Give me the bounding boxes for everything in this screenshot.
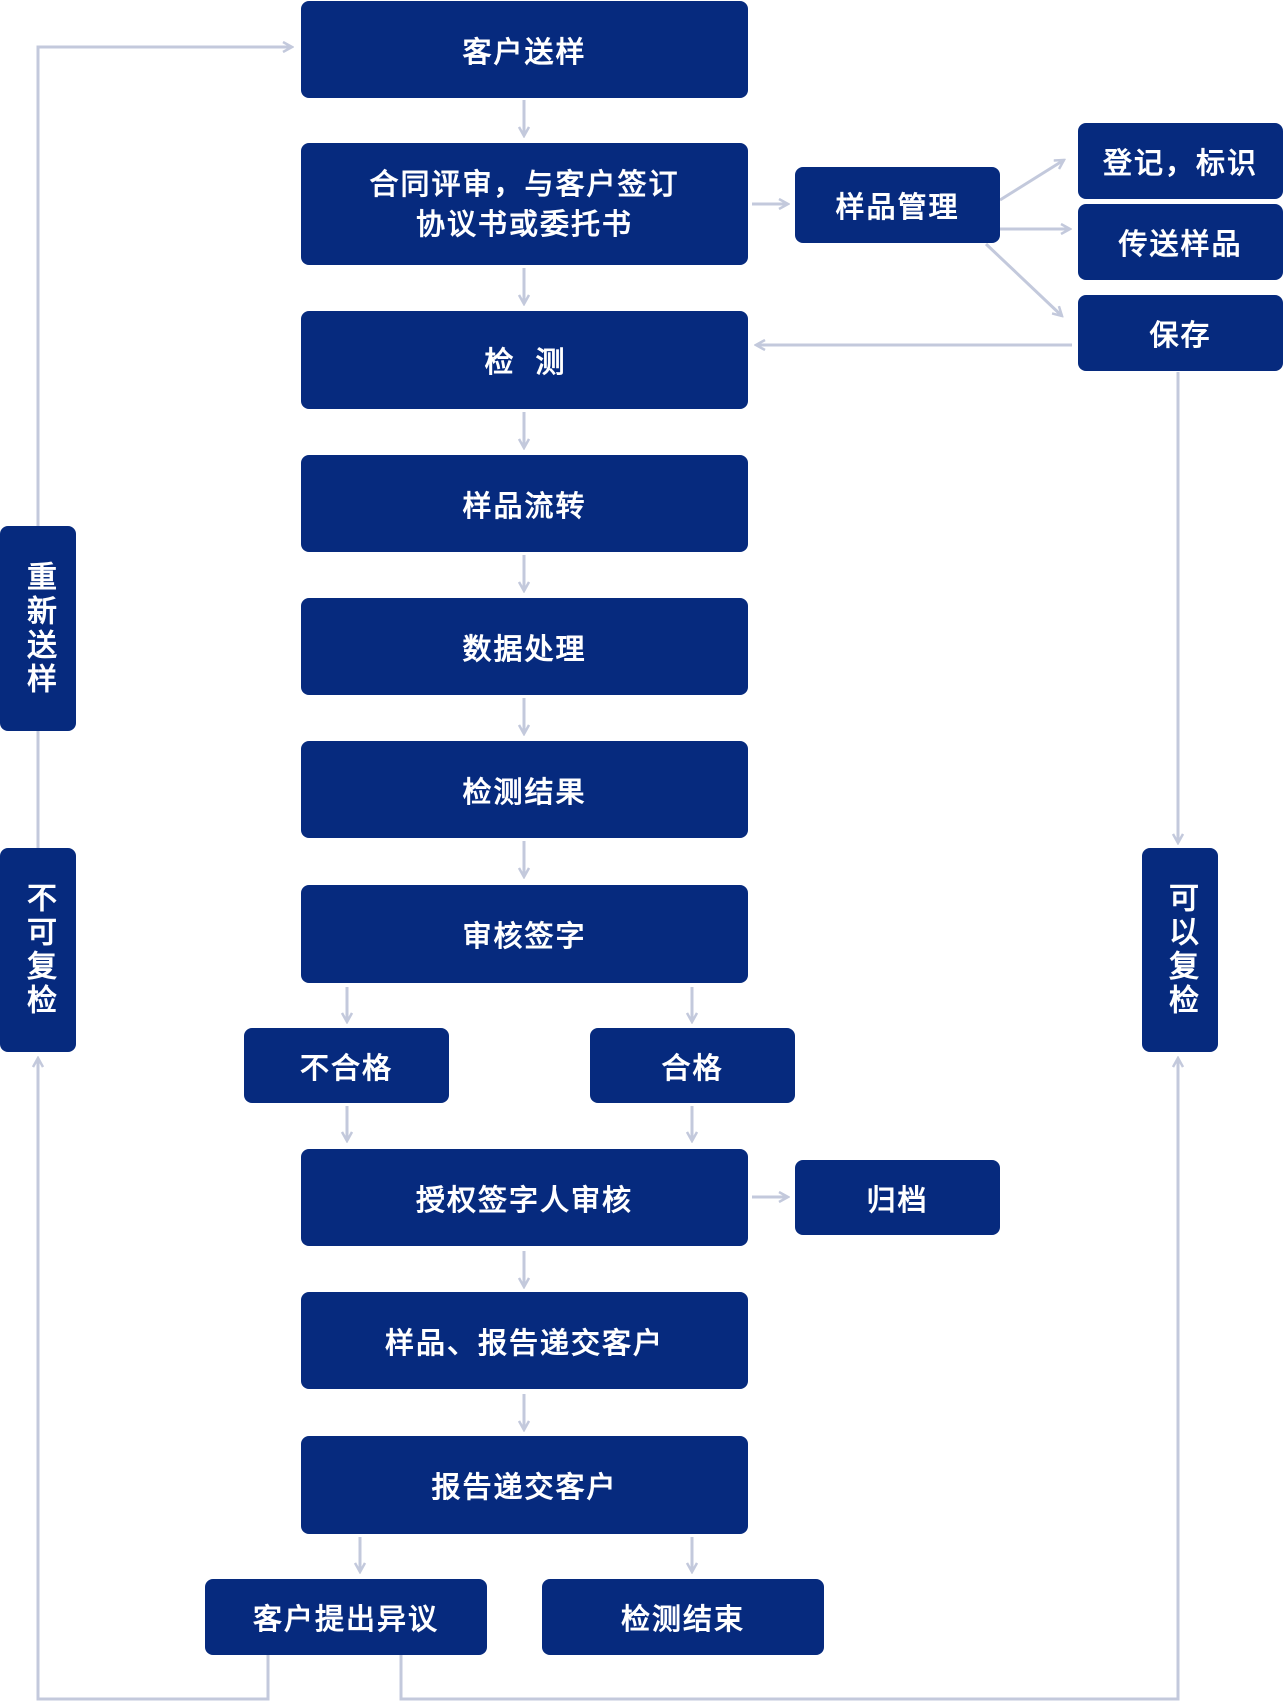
data-processing-box: 数据处理: [301, 598, 748, 695]
transfer-sample-box: 传送样品: [1078, 204, 1283, 280]
loop-right-bottom: [399, 1058, 1178, 1701]
qualified-box: 合格: [590, 1028, 795, 1103]
sample-circulation-box: 样品流转: [301, 455, 748, 552]
register-label-box: 登记，标识: [1078, 123, 1283, 199]
loop-left-bottom: [38, 1058, 270, 1701]
authorized-review-box: 授权签字人审核: [301, 1149, 748, 1246]
arrow-diagonal-down: [984, 242, 1062, 316]
sample-management-box: 样品管理: [795, 167, 1000, 243]
resend-sample-box: 重新送样: [0, 526, 76, 731]
storage-box: 保存: [1078, 295, 1283, 371]
deliver-report-box: 报告递交客户: [301, 1436, 748, 1534]
retestable-box: 可以复检: [1142, 848, 1218, 1052]
contract-review-line-2: 协议书或委托书: [415, 207, 633, 241]
customer-send-sample-box: 客户送样: [301, 1, 748, 98]
contract-review-box: 合同评审，与客户签订 协议书或委托书: [301, 143, 748, 265]
test-end-box: 检测结束: [542, 1579, 824, 1655]
test-result-box: 检测结果: [301, 741, 748, 838]
arrow-diagonal-up: [999, 160, 1064, 202]
deliver-sample-report-box: 样品、报告递交客户: [301, 1292, 748, 1389]
customer-objection-box: 客户提出异议: [205, 1579, 487, 1655]
testing-box: 检测: [301, 311, 748, 409]
review-sign-box: 审核签字: [301, 885, 748, 983]
archive-box: 归档: [795, 1160, 1000, 1235]
contract-review-line-1: 合同评审，与客户签订: [369, 167, 680, 201]
loop-left-top: [36, 47, 292, 526]
not-retestable-box: 不可复检: [0, 848, 76, 1052]
unqualified-box: 不合格: [244, 1028, 449, 1103]
